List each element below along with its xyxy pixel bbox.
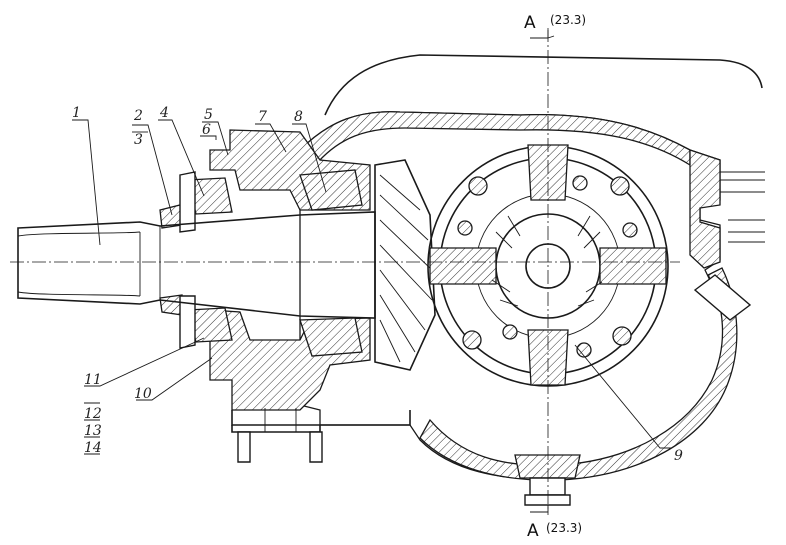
section-top-ref: (23.3) [550, 13, 586, 27]
callout-5: 5 [204, 107, 213, 123]
section-top-letter: A [524, 13, 536, 33]
callout-14: 14 [84, 440, 102, 456]
callout-10: 10 [134, 386, 152, 402]
housing-outline [298, 54, 765, 506]
pinion-shaft [17, 159, 436, 371]
callout-6: 6 [202, 122, 211, 138]
callout-4: 4 [159, 105, 169, 121]
centre-lines [10, 28, 680, 515]
callout-9: 9 [674, 448, 683, 464]
callout-7: 7 [258, 109, 267, 125]
pinion-housing [159, 129, 411, 463]
callout-2: 2 [133, 108, 143, 124]
callout-1: 1 [72, 105, 81, 121]
section-bottom-letter: A [527, 521, 539, 541]
callout-8: 8 [294, 109, 303, 125]
callout-13: 13 [84, 423, 102, 439]
callout-leaders [72, 119, 672, 455]
callout-3: 3 [134, 132, 143, 148]
callout-12: 12 [84, 406, 102, 422]
callout-11: 11 [84, 372, 102, 388]
section-bottom-ref: (23.3) [546, 521, 582, 535]
